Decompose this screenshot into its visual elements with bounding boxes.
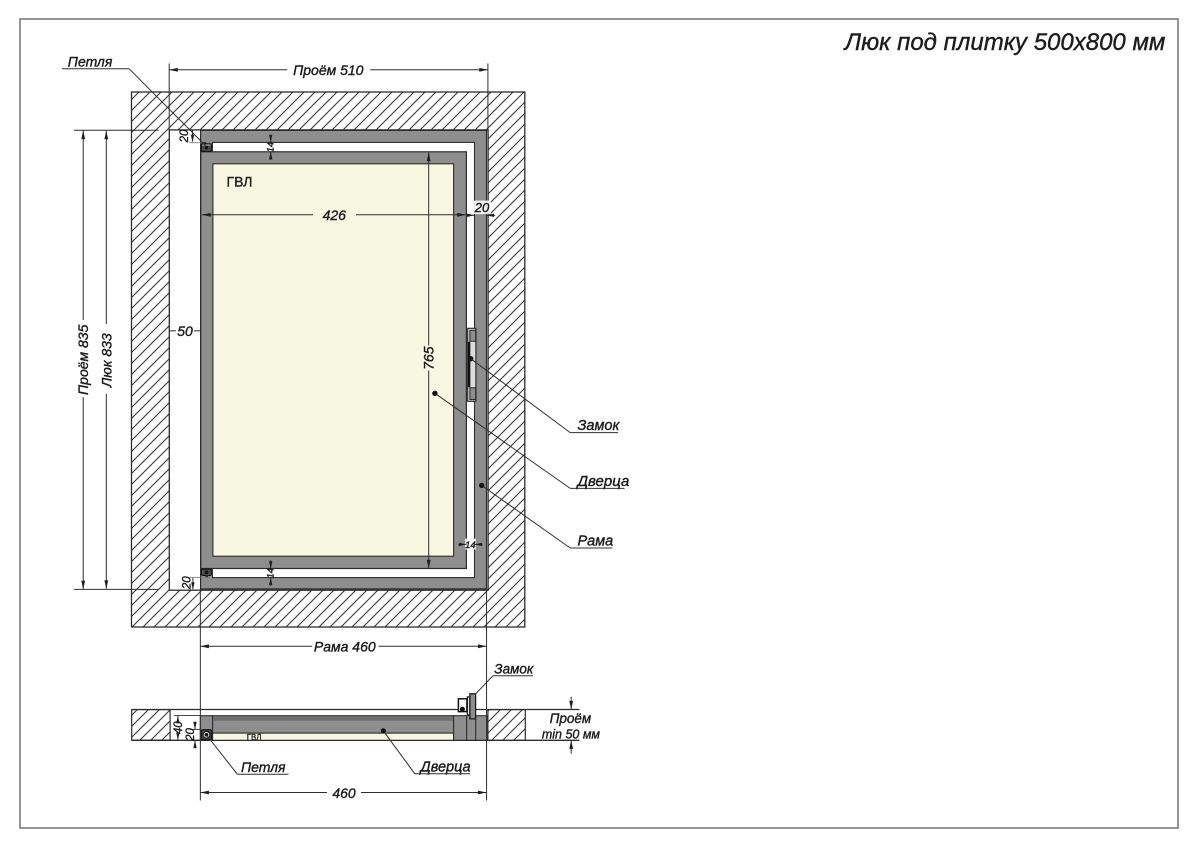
svg-text:20: 20 <box>182 576 194 590</box>
svg-text:426: 426 <box>323 207 347 223</box>
svg-text:Петля: Петля <box>68 53 113 69</box>
svg-text:Рама 460: Рама 460 <box>314 639 376 655</box>
svg-text:Проём 510: Проём 510 <box>293 62 364 78</box>
svg-text:Дверца: Дверца <box>576 473 630 490</box>
svg-text:Замок: Замок <box>494 662 534 677</box>
svg-text:Замок: Замок <box>578 418 621 434</box>
svg-text:ГВЛ: ГВЛ <box>247 733 262 742</box>
svg-text:14: 14 <box>465 540 476 551</box>
svg-text:Проём 835: Проём 835 <box>75 324 91 395</box>
svg-text:40: 40 <box>173 721 185 734</box>
svg-text:50: 50 <box>177 323 193 339</box>
svg-text:20: 20 <box>185 728 197 742</box>
svg-text:Люк 833: Люк 833 <box>98 333 114 388</box>
svg-text:Петля: Петля <box>241 759 286 775</box>
svg-text:Дверца: Дверца <box>419 760 471 776</box>
svg-text:Люк под плитку 500х800 мм: Люк под плитку 500х800 мм <box>843 29 1166 56</box>
svg-text:20: 20 <box>179 129 191 143</box>
svg-text:Проём: Проём <box>550 711 592 726</box>
svg-text:ГВЛ: ГВЛ <box>227 174 253 190</box>
svg-text:14: 14 <box>266 142 277 153</box>
svg-text:765: 765 <box>421 346 437 370</box>
svg-text:14: 14 <box>266 568 277 579</box>
svg-text:20: 20 <box>474 200 490 215</box>
svg-text:Рама: Рама <box>578 534 614 550</box>
svg-text:min 50 мм: min 50 мм <box>542 727 601 741</box>
svg-text:460: 460 <box>332 785 356 801</box>
